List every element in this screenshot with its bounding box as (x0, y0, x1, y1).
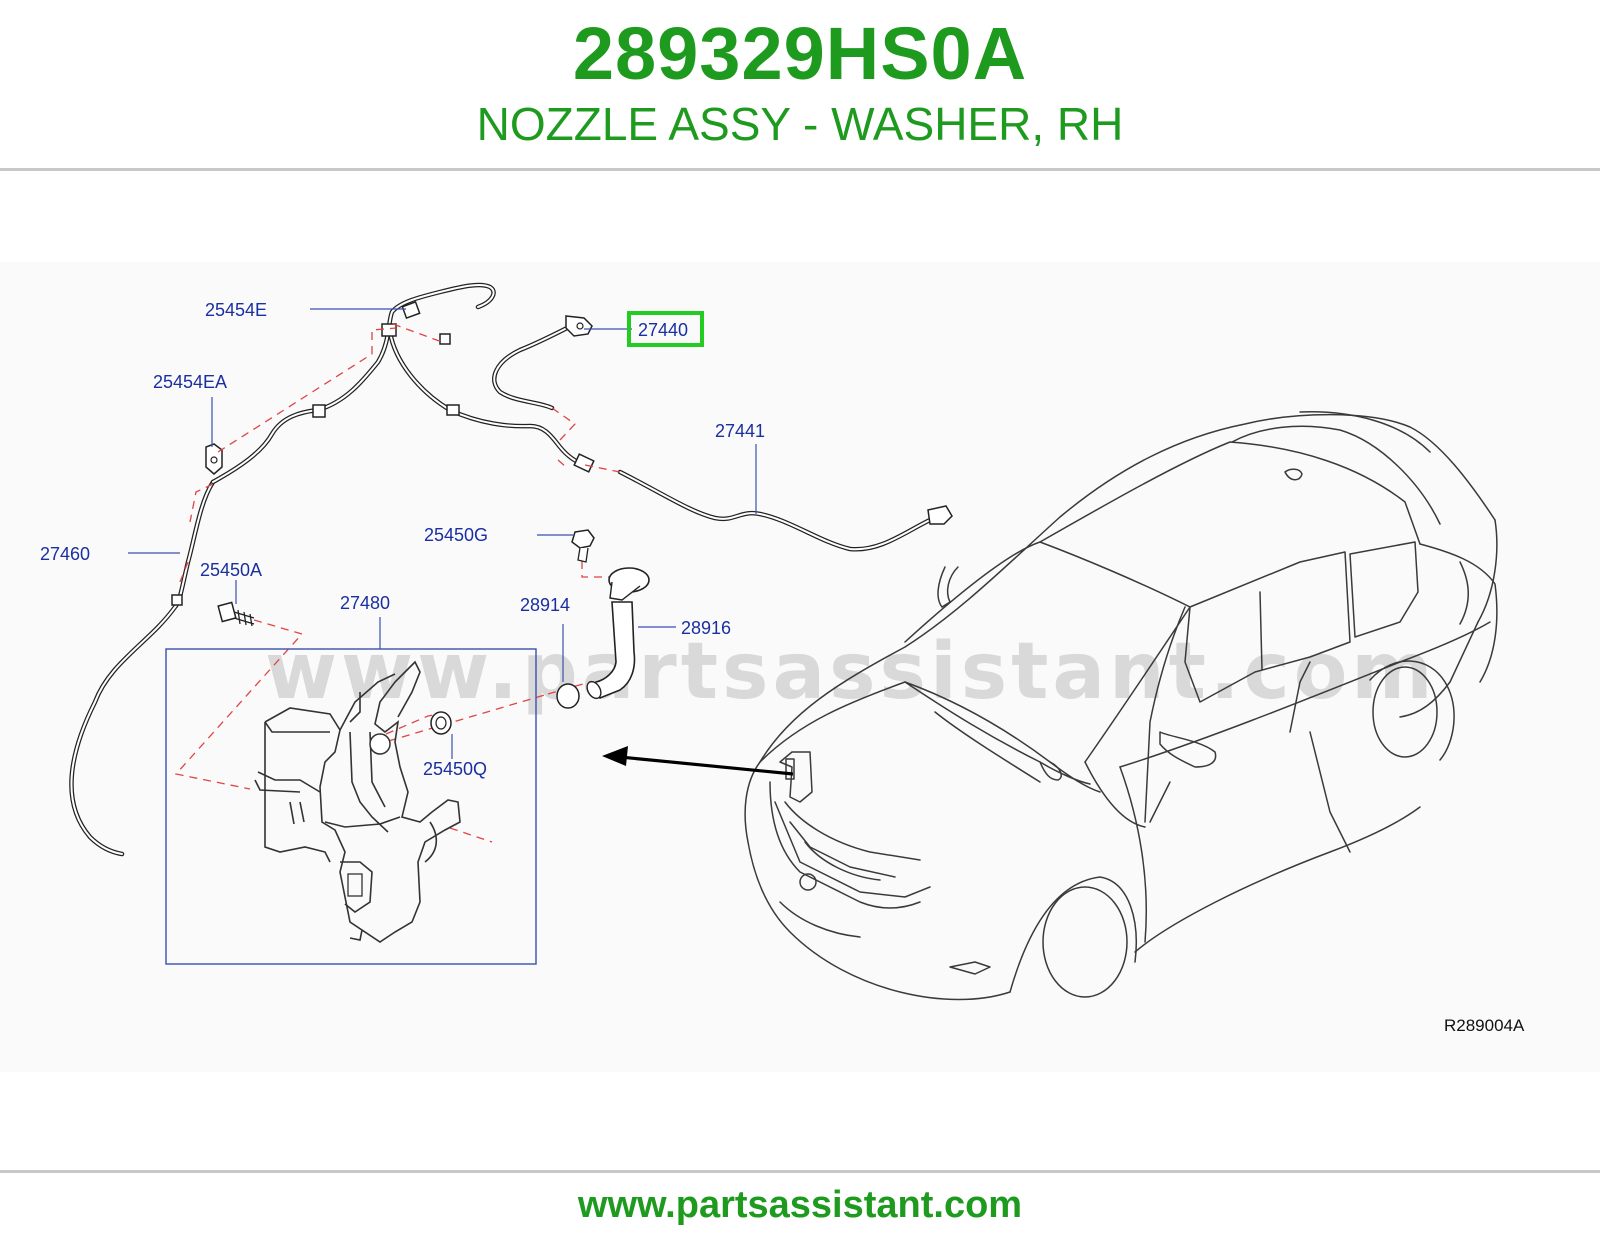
parts-diagram: www.partsassistant.com (0, 262, 1600, 1072)
part-label-28916[interactable]: 28916 (681, 618, 731, 638)
hose-27441 (617, 469, 953, 552)
cap-28914 (556, 683, 580, 709)
assembly-dashed-lines (174, 323, 621, 843)
tank-27480 (254, 660, 461, 943)
nozzle-27440 (492, 315, 593, 411)
part-label-25450A[interactable]: 25450A (200, 560, 262, 580)
part-label-25454E[interactable]: 25454E (205, 300, 267, 320)
part-label-28914[interactable]: 28914 (520, 595, 570, 615)
location-arrow (602, 746, 794, 776)
part-label-25450Q[interactable]: 25450Q (423, 759, 487, 779)
footer-site-link[interactable]: www.partsassistant.com (577, 1184, 1023, 1226)
diagram-canvas: www.partsassistant.com (40, 282, 1525, 1035)
highlight-box-27440 (627, 311, 704, 347)
leader-lines (128, 308, 757, 759)
tank-frame (165, 648, 537, 965)
hose-27460 (69, 479, 216, 857)
bolt-25450A (217, 601, 255, 627)
clip-25450G (571, 529, 595, 563)
header-divider (0, 168, 1600, 171)
part-label-25454EA[interactable]: 25454EA (153, 372, 227, 392)
hose-upper-assembly (205, 282, 595, 485)
grommet-25450Q (430, 711, 452, 735)
part-label-27441[interactable]: 27441 (715, 421, 765, 441)
watermark-text: www.partsassistant.com (265, 627, 1437, 717)
part-label-27480[interactable]: 27480 (340, 593, 390, 613)
part-label-27440[interactable]: 27440 (638, 320, 688, 340)
part-label-27460[interactable]: 27460 (40, 544, 90, 564)
diagram-reference-code: R289004A (1444, 1016, 1525, 1035)
footer-divider (0, 1170, 1600, 1173)
vehicle-outline (744, 411, 1498, 1001)
part-number-title: 289329HS0A (572, 12, 1028, 95)
part-label-25450G[interactable]: 25450G (424, 525, 488, 545)
part-name-subtitle: NOZZLE ASSY - WASHER, RH (476, 98, 1124, 150)
filler-neck-28916 (586, 567, 650, 700)
